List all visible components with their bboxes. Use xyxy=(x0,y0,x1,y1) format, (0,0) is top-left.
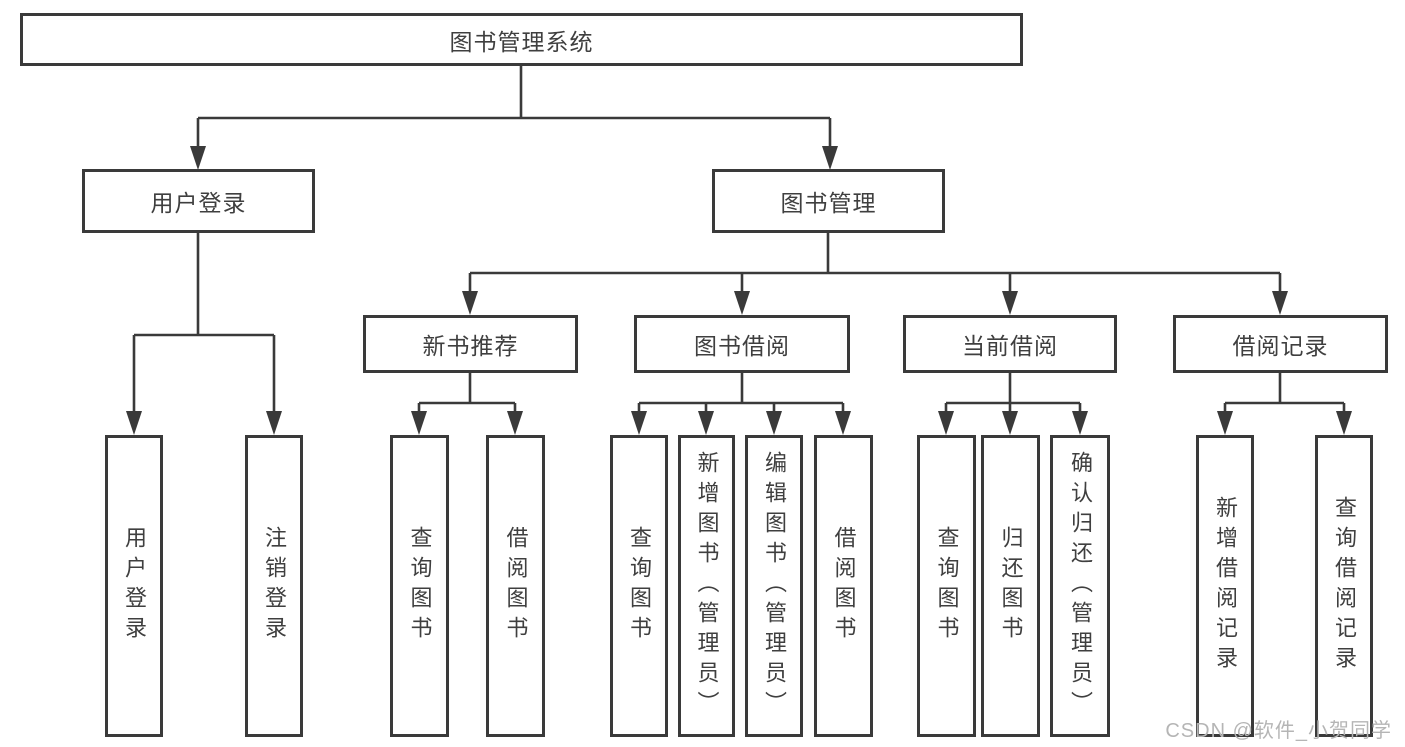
node-root: 图书管理系统 xyxy=(20,13,1023,66)
csdn-watermark: CSDN @软件_小贺同学 xyxy=(1165,720,1392,742)
node-label: 新增图书（管理员） xyxy=(694,451,720,721)
node-leaf-logout: 注销登录 xyxy=(245,435,303,737)
node-leaf-user-login: 用户登录 xyxy=(105,435,163,737)
node-bb-query-books: 查询图书 xyxy=(610,435,668,737)
node-label: 查询图书 xyxy=(627,526,652,646)
node-cb-confirm-return-admin: 确认归还（管理员） xyxy=(1050,435,1110,737)
node-new-book-recommend: 新书推荐 xyxy=(363,315,578,373)
node-user-login: 用户登录 xyxy=(82,169,315,233)
node-br-add-record: 新增借阅记录 xyxy=(1196,435,1254,737)
node-bb-borrow-books: 借阅图书 xyxy=(814,435,873,737)
node-nbr-borrow-books: 借阅图书 xyxy=(486,435,545,737)
node-label: 借阅图书 xyxy=(831,526,857,646)
node-borrowing-records: 借阅记录 xyxy=(1173,315,1388,373)
node-nbr-query-books: 查询图书 xyxy=(390,435,449,737)
node-br-query-record: 查询借阅记录 xyxy=(1315,435,1373,737)
node-bb-edit-books-admin: 编辑图书（管理员） xyxy=(745,435,803,737)
node-label: 新增借阅记录 xyxy=(1213,496,1238,676)
node-label: 编辑图书（管理员） xyxy=(762,451,787,721)
node-book-borrowing: 图书借阅 xyxy=(634,315,850,373)
node-current-borrowing: 当前借阅 xyxy=(903,315,1117,373)
node-label: 确认归还（管理员） xyxy=(1068,451,1093,721)
node-label: 归还图书 xyxy=(998,526,1024,646)
node-label: 查询图书 xyxy=(407,526,433,646)
node-label: 用户登录 xyxy=(122,526,147,646)
node-bb-add-books-admin: 新增图书（管理员） xyxy=(678,435,735,737)
node-cb-return-books: 归还图书 xyxy=(981,435,1040,737)
node-label: 借阅图书 xyxy=(503,526,529,646)
node-label: 查询借阅记录 xyxy=(1332,496,1357,676)
node-book-management: 图书管理 xyxy=(712,169,945,233)
node-label: 查询图书 xyxy=(934,526,960,646)
node-cb-query-books: 查询图书 xyxy=(917,435,976,737)
node-label: 注销登录 xyxy=(262,526,287,646)
